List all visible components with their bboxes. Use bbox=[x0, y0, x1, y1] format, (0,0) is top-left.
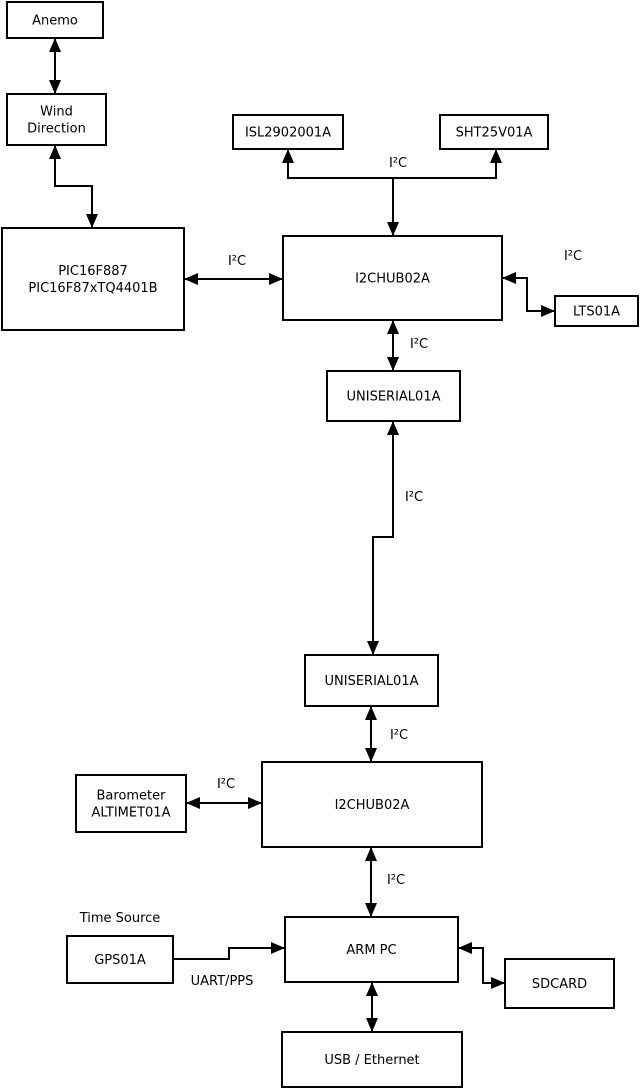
node-box bbox=[75, 774, 187, 833]
node-label: SDCARD bbox=[532, 977, 587, 992]
edge-uniserial1-uniserial2 bbox=[367, 421, 399, 655]
node-label: UNISERIAL01A bbox=[325, 674, 419, 689]
node-box bbox=[504, 958, 615, 1009]
node-label: I2CHUB02A bbox=[355, 272, 430, 287]
node-box bbox=[554, 295, 639, 327]
node-sht25v01a: SHT25V01A bbox=[439, 114, 549, 150]
arrowhead-icon bbox=[271, 942, 285, 954]
arrowhead-icon bbox=[502, 272, 516, 284]
arrowhead-icon bbox=[387, 357, 399, 371]
arrowhead-icon bbox=[186, 797, 200, 809]
node-box bbox=[326, 370, 461, 422]
arrowhead-icon bbox=[248, 797, 262, 809]
label-uart-pps: UART/PPS bbox=[191, 974, 254, 989]
node-label: ISL2902001A bbox=[245, 126, 331, 141]
node-box bbox=[1, 227, 185, 331]
arrowhead-icon bbox=[365, 903, 377, 917]
arrowhead-icon bbox=[365, 847, 377, 861]
edge-gps-armpc bbox=[173, 942, 285, 960]
node-usb-ethernet: USB / Ethernet bbox=[281, 1031, 463, 1088]
node-box bbox=[439, 114, 549, 150]
arrowhead-icon bbox=[541, 305, 555, 317]
arrowhead-icon bbox=[49, 80, 61, 94]
node-label: ARM PC bbox=[346, 943, 396, 958]
arrowhead-icon bbox=[490, 149, 502, 163]
arrowhead-icon bbox=[366, 1018, 378, 1032]
edge-hub1-uniserial1 bbox=[387, 320, 399, 371]
edge-branch-hub1 bbox=[387, 178, 399, 236]
node-anemo: Anemo bbox=[6, 1, 104, 39]
node-arm-pc: ARM PC bbox=[284, 916, 459, 983]
arrowhead-icon bbox=[491, 977, 505, 989]
node-lts01a: LTS01A bbox=[554, 295, 639, 327]
label-i2c-hub2-armpc: I²C bbox=[387, 873, 405, 888]
node-label: GPS01A bbox=[94, 953, 146, 968]
edge-armpc-usbethernet bbox=[366, 982, 378, 1032]
arrowhead-icon bbox=[365, 706, 377, 720]
node-box bbox=[304, 654, 439, 707]
node-box bbox=[66, 935, 174, 984]
node-label: LTS01A bbox=[573, 305, 620, 320]
node-label: SHT25V01A bbox=[456, 126, 533, 141]
arrowhead-icon bbox=[184, 273, 198, 285]
edge-hub1-lts01a bbox=[502, 272, 555, 317]
edge-barometer-hub2 bbox=[186, 797, 262, 809]
edge-armpc-sdcard bbox=[458, 942, 505, 989]
node-label: USB / Ethernet bbox=[324, 1053, 419, 1068]
arrowhead-icon bbox=[365, 748, 377, 762]
label-i2c-hub1-lts: I²C bbox=[564, 249, 582, 264]
node-box bbox=[232, 114, 344, 150]
node-isl2902001a: ISL2902001A bbox=[232, 114, 344, 150]
label-i2c-hub1-uniserial1: I²C bbox=[410, 337, 428, 352]
arrowhead-icon bbox=[282, 149, 294, 163]
edge-uniserial2-hub2 bbox=[365, 706, 377, 762]
node-sdcard: SDCARD bbox=[504, 958, 615, 1009]
arrowhead-icon bbox=[387, 421, 399, 435]
arrowhead-icon bbox=[49, 38, 61, 52]
node-box bbox=[281, 1031, 463, 1088]
node-gps01a: GPS01A bbox=[66, 935, 174, 984]
node-uniserial01a-1: UNISERIAL01A bbox=[326, 370, 461, 422]
node-label: I2CHUB02A bbox=[335, 798, 410, 813]
arrowhead-icon bbox=[458, 942, 472, 954]
label-i2c-uniserial-link: I²C bbox=[405, 490, 423, 505]
node-i2chub02a-1: I2CHUB02A bbox=[282, 235, 503, 321]
edge-anemo-winddirection bbox=[49, 38, 61, 94]
node-box bbox=[261, 761, 483, 848]
label-i2c-pic-hub1: I²C bbox=[228, 254, 246, 269]
node-label: UNISERIAL01A bbox=[347, 390, 441, 405]
label-i2c-sensor-branch: I²C bbox=[389, 156, 407, 171]
edge-line bbox=[372, 421, 394, 655]
label-i2c-barometer: I²C bbox=[217, 777, 235, 792]
node-box bbox=[6, 1, 104, 39]
edge-winddirection-pic bbox=[49, 145, 98, 228]
node-label: Anemo bbox=[32, 14, 78, 29]
node-uniserial01a-2: UNISERIAL01A bbox=[304, 654, 439, 707]
edge-hub2-armpc bbox=[365, 847, 377, 917]
label-time-source: Time Source bbox=[79, 911, 161, 926]
arrowhead-icon bbox=[367, 641, 379, 655]
edge-line bbox=[54, 145, 93, 228]
arrowhead-icon bbox=[86, 214, 98, 228]
arrowhead-icon bbox=[366, 982, 378, 996]
node-box bbox=[284, 916, 459, 983]
arrowhead-icon bbox=[387, 222, 399, 236]
node-box bbox=[6, 93, 107, 146]
arrowhead-icon bbox=[49, 145, 61, 159]
label-i2c-uniserial2-hub2: I²C bbox=[390, 728, 408, 743]
edge-line bbox=[173, 947, 285, 960]
node-box bbox=[282, 235, 503, 321]
arrowhead-icon bbox=[387, 320, 399, 334]
arrowhead-icon bbox=[269, 273, 283, 285]
edge-pic-hub1 bbox=[184, 273, 283, 285]
node-i2chub02a-2: I2CHUB02A bbox=[261, 761, 483, 848]
